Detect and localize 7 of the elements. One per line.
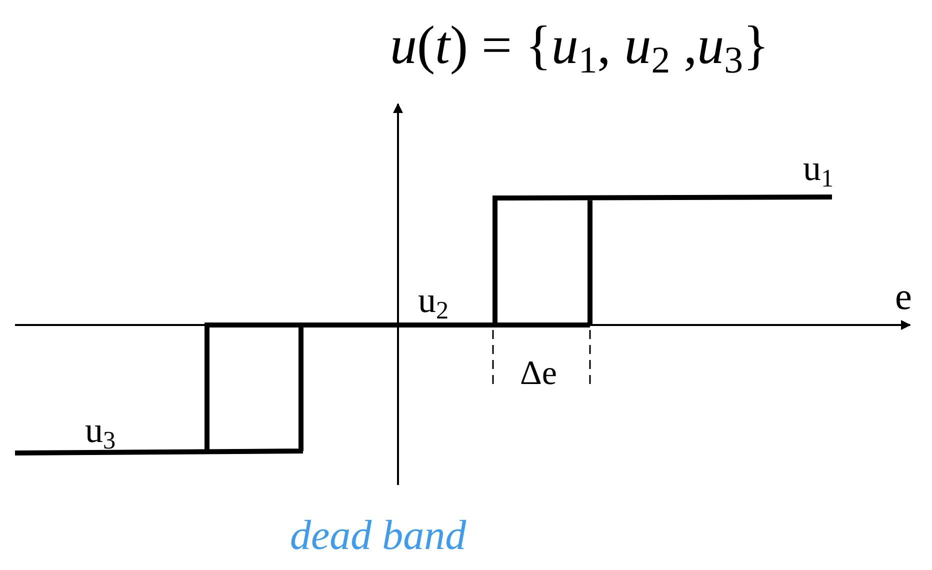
formula-title: u(t) = {u$_{1}$, u$_{2}$ ,u$_{3}$} [390,18,769,72]
curve-label: u$_{2}$ [418,282,449,318]
curve-label: u$_{3}$ [85,412,116,448]
axis-label: e [895,278,912,316]
dimension-label: Δe [520,357,557,391]
region-label: dead band [290,515,466,557]
curve-label: u$_{1}$ [803,150,834,186]
